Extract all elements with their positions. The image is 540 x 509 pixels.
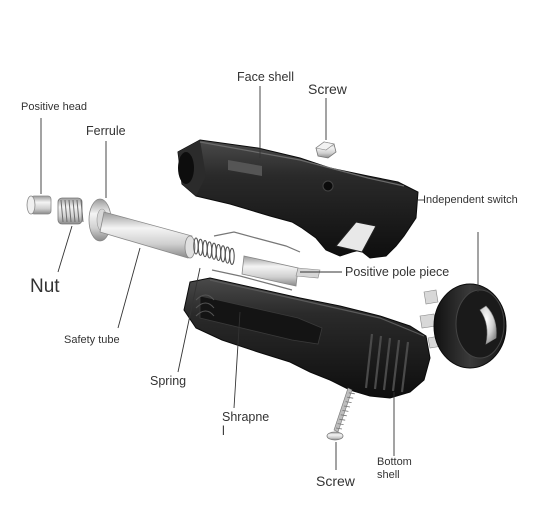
screw-top-face <box>315 141 335 151</box>
bottom-shell-rib <box>391 339 401 392</box>
label-shrapnel-line1: Shrapne <box>222 410 270 424</box>
spring-coil <box>224 246 231 264</box>
safety-tube-end <box>184 235 196 259</box>
spring-coil <box>202 240 208 258</box>
safety-tube-part <box>99 211 196 259</box>
nut-thread-line <box>60 199 64 223</box>
label-shrapnel-line2: l <box>222 424 225 438</box>
leader-lines <box>40 86 479 470</box>
leader-safety-tube <box>117 247 141 329</box>
face-shell-edge-highlight <box>199 141 405 187</box>
nut-thread-line <box>64 199 68 223</box>
nut-thread-line <box>68 199 72 223</box>
bottom-shell-ribs <box>364 333 410 393</box>
positive-head-part <box>26 195 52 215</box>
positive-pole-body <box>241 255 299 287</box>
screw-thread-line <box>342 410 349 412</box>
screw-bottom-threads <box>335 392 355 430</box>
positive-pole-tab <box>295 267 321 279</box>
leader-nut <box>57 225 73 273</box>
spring-coil <box>215 243 222 262</box>
spring-coil <box>211 242 217 260</box>
screw-thread-line <box>335 427 343 430</box>
safety-tube-body <box>99 211 193 259</box>
face-shell-screw-hole <box>322 180 334 192</box>
label-bottom-shell-line1: Bottom <box>377 456 412 468</box>
label-face-shell: Face shell <box>237 70 294 84</box>
label-bottom-shell-line2: shell <box>377 469 400 481</box>
bottom-shell-part <box>183 277 431 399</box>
screw-thread-line <box>337 423 344 425</box>
switch-rocker <box>479 305 497 345</box>
bottom-shell-rib <box>400 341 410 393</box>
label-independent-switch: Independent switch <box>423 194 518 206</box>
label-safety-tube: Safety tube <box>64 334 120 346</box>
positive-head-cap <box>26 195 36 215</box>
bottom-shell-cavity <box>199 295 323 345</box>
bottom-shell-rib <box>364 333 374 389</box>
shrapnel-lower <box>211 269 293 291</box>
screw-bottom-shaft <box>333 387 353 433</box>
label-nut: Nut <box>30 276 60 297</box>
screw-thread-line <box>340 414 347 417</box>
label-screw-top: Screw <box>308 81 347 97</box>
spring-coil <box>197 238 204 256</box>
independent-switch-part <box>419 283 507 369</box>
positive-pole-piece-part <box>241 255 321 287</box>
screw-thread-line <box>343 405 351 408</box>
screw-thread-line <box>347 396 354 399</box>
nut-thread-line <box>72 199 76 223</box>
bottom-shell-rib <box>382 337 392 391</box>
leader-shrapnel <box>233 311 241 409</box>
bottom-shell-rim <box>209 279 425 337</box>
nut-thread-line <box>76 199 80 223</box>
screw-top-part <box>315 141 337 159</box>
nut-threads <box>60 199 84 223</box>
face-shell-opening <box>178 152 194 184</box>
screw-thread-line <box>348 392 355 395</box>
shrapnel-upper <box>213 231 301 253</box>
screw-bottom-part <box>326 387 355 441</box>
label-ferrule: Ferrule <box>86 124 126 138</box>
label-positive-pole-piece: Positive pole piece <box>345 265 450 279</box>
spring-coil <box>229 247 235 265</box>
nut-thread-line <box>80 199 84 223</box>
nut-part <box>57 197 84 225</box>
screw-bottom-head <box>326 431 344 441</box>
screw-thread-line <box>339 418 346 421</box>
face-shell-part <box>177 139 419 259</box>
face-shell-top-slot <box>228 160 262 176</box>
label-screw-bottom: Screw <box>316 473 355 489</box>
switch-face <box>455 289 505 359</box>
spring-part <box>193 237 235 265</box>
label-spring: Spring <box>150 374 187 388</box>
switch-terminal-a <box>423 289 439 305</box>
shrapnel-part <box>211 231 301 291</box>
label-positive-head: Positive head <box>21 101 88 113</box>
leader-spring <box>177 267 201 373</box>
spring-coil <box>220 245 226 263</box>
face-shell-notch <box>335 221 377 253</box>
spring-coil <box>206 241 213 259</box>
bottom-shell-inner-threads <box>195 294 215 317</box>
screw-thread-line <box>345 401 352 403</box>
face-shell-body <box>177 139 419 259</box>
bottom-shell-rib <box>373 335 383 390</box>
